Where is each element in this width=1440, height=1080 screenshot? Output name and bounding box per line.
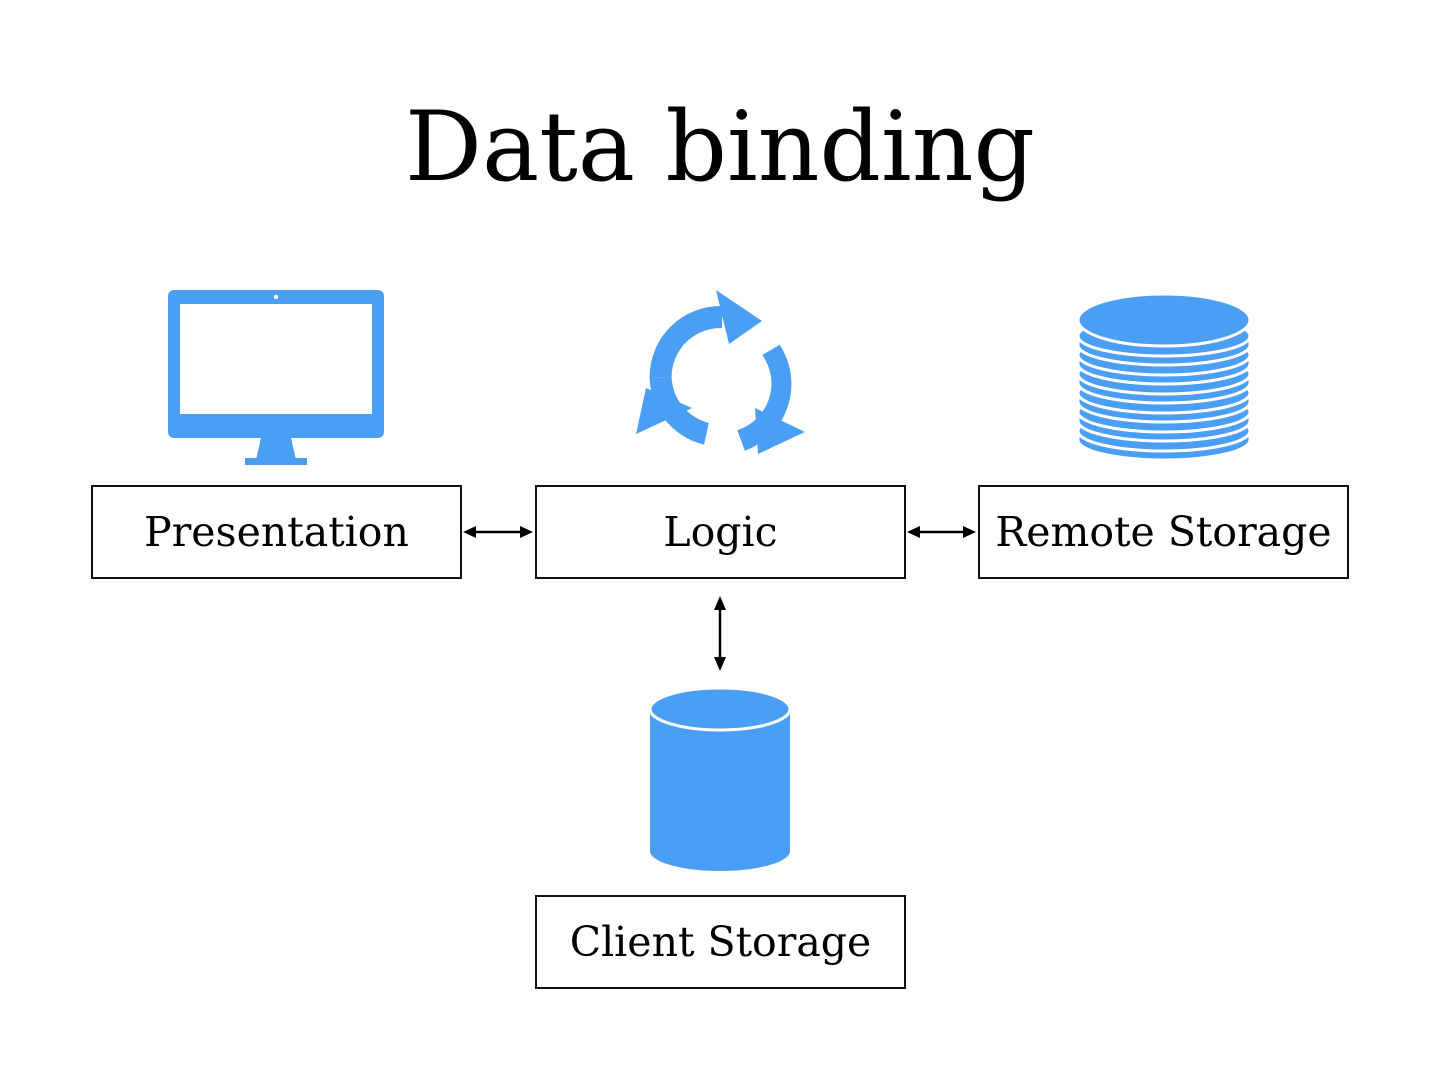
node-logic: Logic <box>535 485 906 579</box>
database-stack-icon <box>1076 290 1252 466</box>
arrow-logic-client-storage <box>714 596 726 671</box>
monitor-icon <box>164 288 388 468</box>
node-label: Remote Storage <box>995 508 1332 556</box>
arrow-presentation-logic <box>463 526 533 538</box>
node-presentation: Presentation <box>91 485 462 579</box>
cylinder-database-icon <box>646 685 794 875</box>
node-client-storage: Client Storage <box>535 895 906 989</box>
page-title: Data binding <box>405 91 1035 203</box>
node-remote-storage: Remote Storage <box>978 485 1349 579</box>
node-label: Logic <box>663 508 778 556</box>
node-label: Presentation <box>144 508 409 556</box>
refresh-cycle-icon <box>630 288 810 468</box>
arrow-logic-remote-storage <box>907 526 976 538</box>
node-label: Client Storage <box>569 918 872 966</box>
